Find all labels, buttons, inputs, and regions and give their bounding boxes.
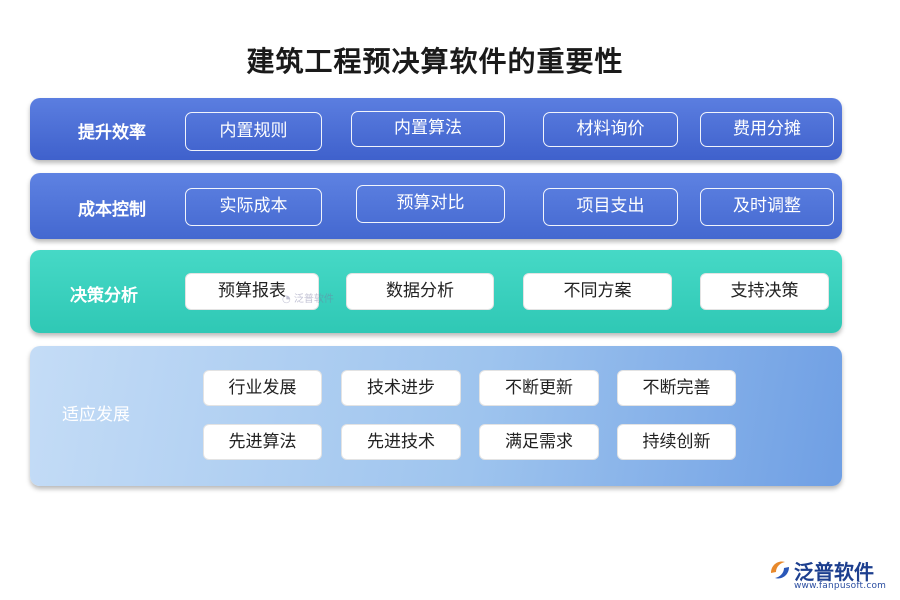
item-continuous-improve: 不断完善 [617,370,736,406]
item-budget-report: 预算报表 [185,273,319,310]
brand-logo-url: www.fanpusoft.com [794,581,887,591]
item-support-decision: 支持决策 [700,273,829,310]
item-data-analysis: 数据分析 [346,273,494,310]
band-label-cost-control: 成本控制 [78,200,146,220]
item-industry-development: 行业发展 [203,370,322,406]
watermark: ◔ 泛普软件 [282,290,334,305]
item-advanced-tech: 先进技术 [341,424,461,460]
watermark-text: 泛普软件 [293,294,334,305]
item-actual-cost: 实际成本 [185,188,322,226]
item-cost-allocation: 费用分摊 [700,112,834,147]
band-decision-analysis: 决策分析 预算报表 数据分析 不同方案 支持决策 [30,250,842,333]
item-project-expense: 项目支出 [543,188,678,226]
band-efficiency: 提升效率 内置规则 内置算法 材料询价 费用分摊 [30,98,842,160]
band-cost-control: 成本控制 实际成本 预算对比 项目支出 及时调整 [30,173,842,239]
item-advanced-algorithm: 先进算法 [203,424,322,460]
item-continuous-innovation: 持续创新 [617,424,736,460]
item-material-inquiry: 材料询价 [543,112,678,147]
item-builtin-algorithm: 内置算法 [351,111,505,147]
item-continuous-update: 不断更新 [479,370,599,406]
item-meet-demand: 满足需求 [479,424,599,460]
band-label-efficiency: 提升效率 [78,123,146,143]
item-timely-adjust: 及时调整 [700,188,834,226]
band-adapt-development: 适应发展 行业发展 技术进步 不断更新 不断完善 先进算法 先进技术 满足需求 … [30,346,842,486]
item-budget-compare: 预算对比 [356,185,505,223]
band-label-decision-analysis: 决策分析 [70,286,138,306]
item-builtin-rules: 内置规则 [185,112,322,151]
item-tech-progress: 技术进步 [341,370,461,406]
item-different-plans: 不同方案 [523,273,672,310]
brand-logo: 泛普软件 www.fanpusoft.com [768,556,892,592]
brand-logo-icon [771,561,789,579]
brand-logo-name: 泛普软件 [794,560,874,584]
page-title: 建筑工程预决算软件的重要性 [246,45,624,78]
watermark-icon: ◔ [282,294,291,305]
band-label-adapt-development: 适应发展 [62,405,130,425]
